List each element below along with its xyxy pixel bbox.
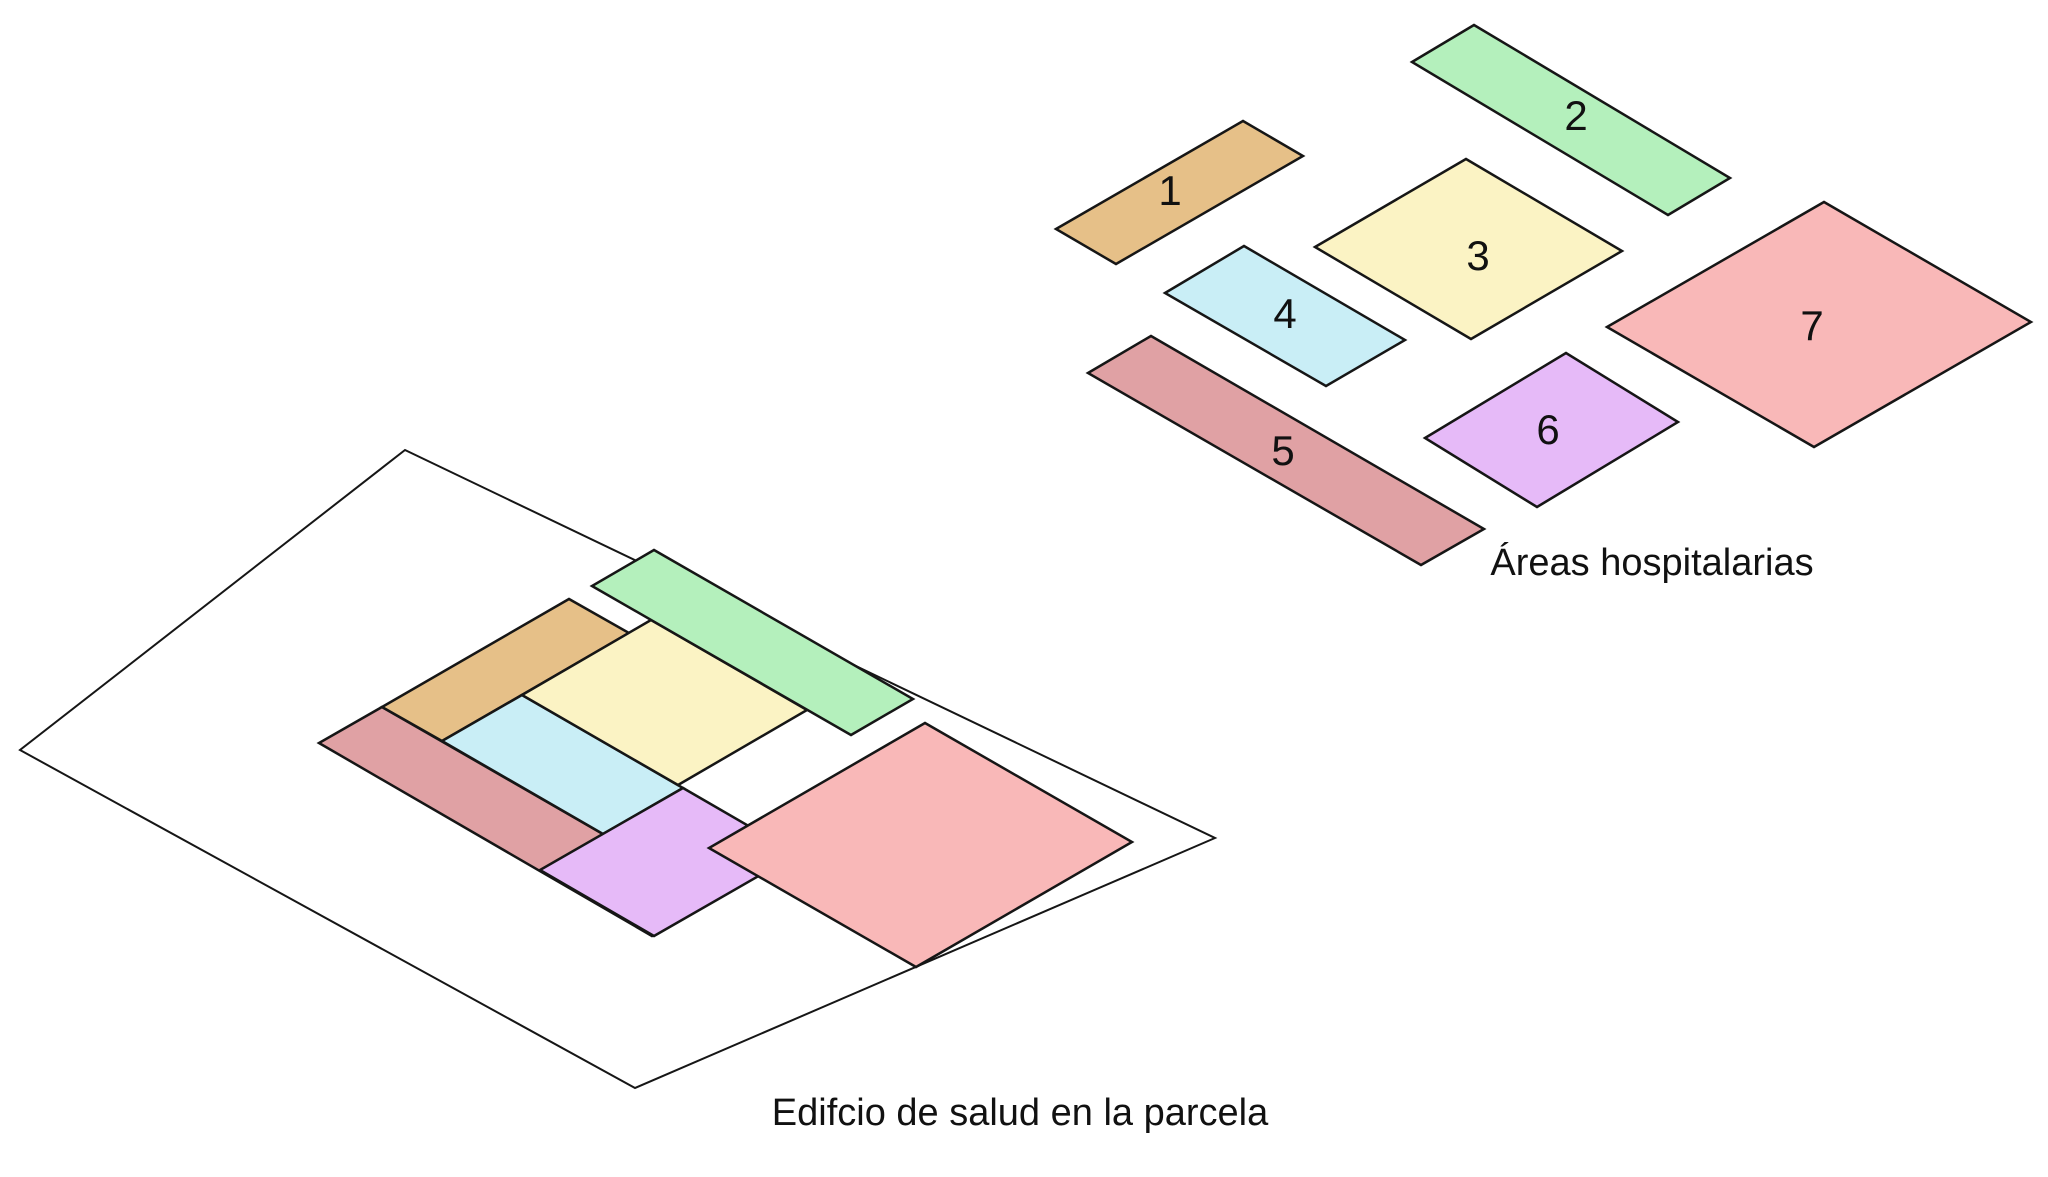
legend-title: Áreas hospitalarias <box>1490 541 1813 584</box>
parcel-building-2 <box>589 548 916 737</box>
legend-area-label-5: 5 <box>1271 427 1294 474</box>
legend-area-label-3: 3 <box>1466 232 1489 279</box>
legend-area-label-1: 1 <box>1158 167 1181 214</box>
legend-area-3 <box>1312 157 1625 341</box>
parcel-caption: Edifcio de salud en la parcela <box>772 1092 1269 1134</box>
legend-area-4 <box>1162 244 1408 388</box>
legend-area-label-6: 6 <box>1536 406 1559 453</box>
legend-area-7 <box>1604 200 2034 449</box>
legend-area-1 <box>1053 119 1306 266</box>
parcel-building-7 <box>706 721 1135 969</box>
legend-area-5 <box>1085 334 1487 567</box>
legend-area-label-4: 4 <box>1273 290 1296 337</box>
legend-area-2 <box>1409 23 1733 217</box>
legend-area-6 <box>1422 351 1681 509</box>
legend-area-label-7: 7 <box>1800 302 1823 349</box>
legend-area-label-2: 2 <box>1564 92 1587 139</box>
